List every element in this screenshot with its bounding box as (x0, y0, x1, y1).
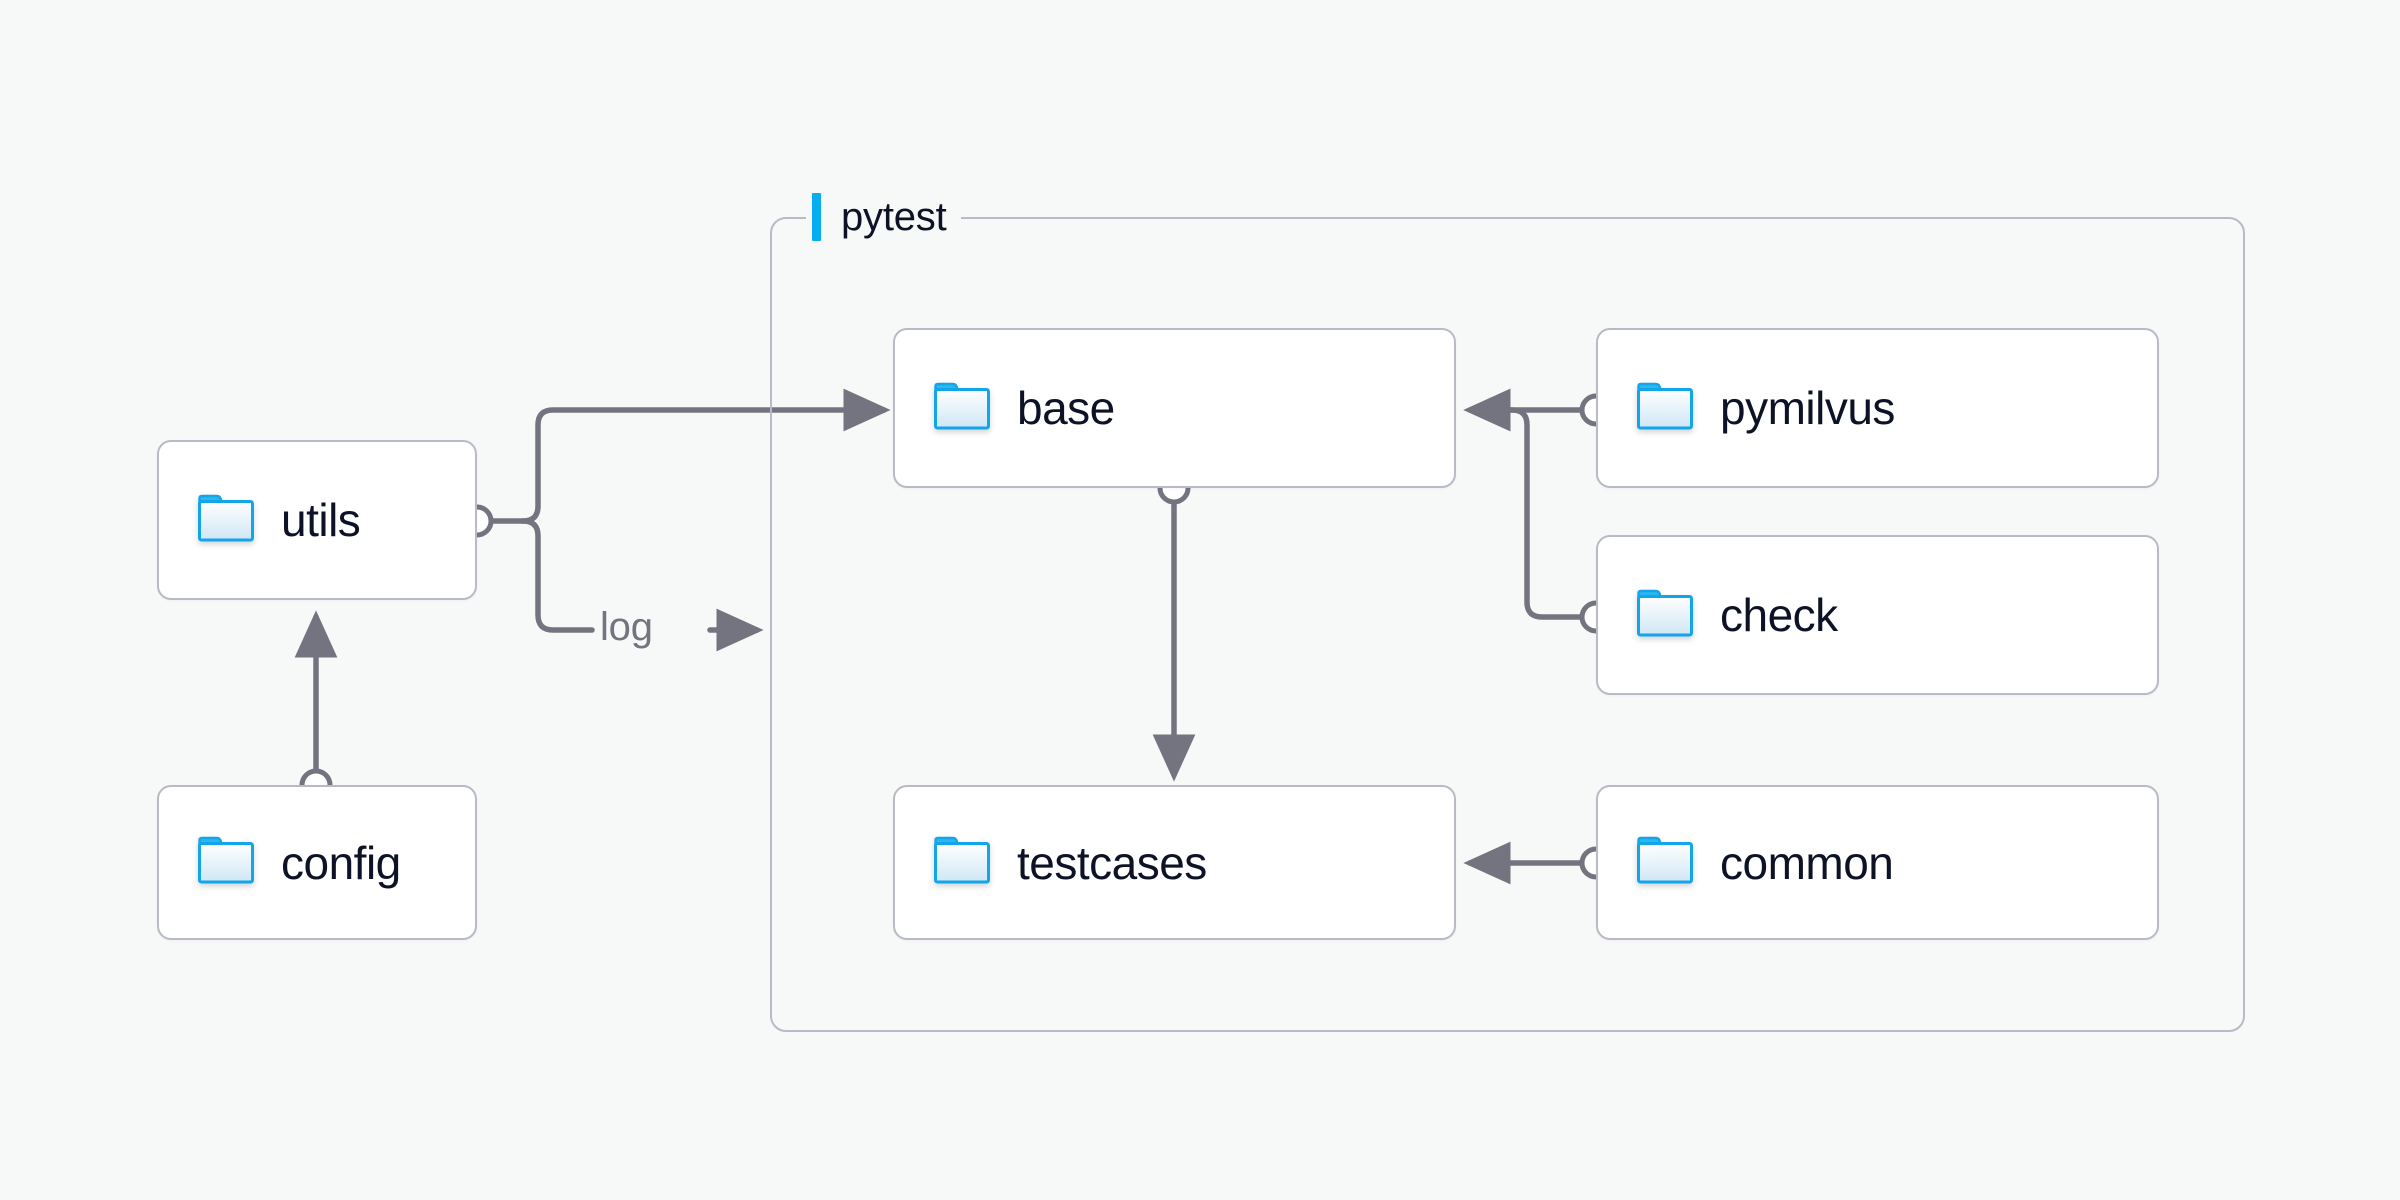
folder-icon (1636, 835, 1694, 890)
node-common[interactable]: common (1596, 785, 2159, 940)
node-label: base (1017, 382, 1115, 434)
group-accent-bar (812, 193, 821, 241)
folder-icon (933, 381, 991, 436)
node-label: check (1720, 589, 1838, 641)
group-container-pytest[interactable] (770, 217, 2245, 1032)
edge-utils-log (520, 518, 595, 633)
node-label: testcases (1017, 836, 1207, 889)
folder-icon (197, 835, 255, 890)
node-check[interactable]: check (1596, 535, 2159, 695)
node-pymilvus[interactable]: pymilvus (1596, 328, 2159, 488)
node-label: config (281, 836, 401, 889)
node-testcases[interactable]: testcases (893, 785, 1456, 940)
node-label: utils (281, 494, 361, 546)
group-label-pytest: pytest (806, 189, 961, 245)
folder-icon (1636, 381, 1694, 436)
node-config[interactable]: config (157, 785, 477, 940)
folder-icon (1636, 588, 1694, 643)
node-label: common (1720, 836, 1894, 889)
edge-label-log: log (600, 605, 653, 649)
folder-icon (933, 835, 991, 890)
node-base[interactable]: base (893, 328, 1456, 488)
node-utils[interactable]: utils (157, 440, 477, 600)
group-title: pytest (841, 194, 947, 239)
folder-icon (197, 493, 255, 548)
node-label: pymilvus (1720, 382, 1895, 434)
